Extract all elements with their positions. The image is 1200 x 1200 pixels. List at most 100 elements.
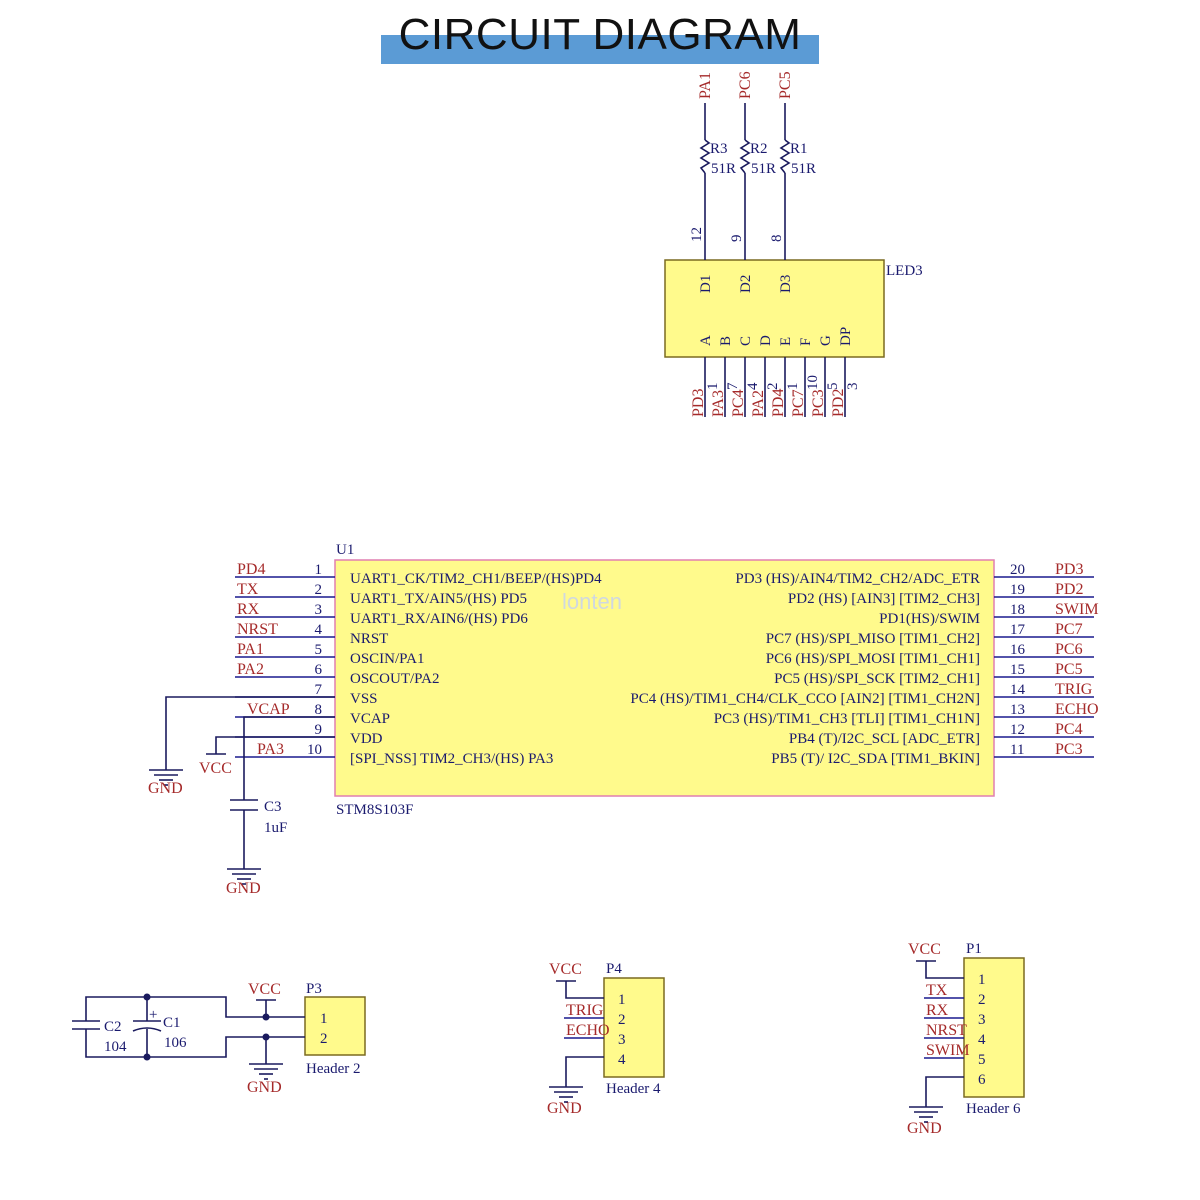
p1-gnd-wire xyxy=(925,1076,964,1095)
mcu-right-pin-name: PC6 (HS)/SPI_MOSI [TIM1_CH1] xyxy=(766,651,980,667)
led-segment-name: E xyxy=(778,337,794,346)
mcu-gnd-label: GND xyxy=(148,780,183,797)
mcu-right-net-label: ECHO xyxy=(1055,701,1099,718)
led-segment-pin: 2 xyxy=(765,383,781,391)
mcu-left-pin-number: 1 xyxy=(315,562,323,578)
mcu-vcc-label: VCC xyxy=(199,760,232,777)
led-bottom-pins: PD31APA37BPC44CPA22DPD41EPC710FPC35GPD23… xyxy=(690,327,861,417)
mcu-part-number: STM8S103F xyxy=(336,802,414,818)
led-segment-pin: 1 xyxy=(705,383,721,391)
led-segment-name: A xyxy=(698,335,714,346)
c1-designator: C1 xyxy=(163,1015,181,1031)
header-net-label: RX xyxy=(926,1002,949,1019)
mcu-left-net-label: VCAP xyxy=(247,701,290,718)
header-net-label: SWIM xyxy=(926,1042,970,1059)
header-pin-number: 5 xyxy=(978,1052,986,1068)
mcu-left-pin-name: OSCIN/PA1 xyxy=(350,651,424,667)
p4-vcc-wire xyxy=(565,981,604,999)
p4-gnd-wire xyxy=(565,1056,604,1075)
mcu-left-net-label: RX xyxy=(237,601,260,618)
header-pin-number: 6 xyxy=(978,1072,986,1088)
mcu-left-pin-number: 8 xyxy=(315,702,323,718)
led-segment-name: B xyxy=(718,336,734,346)
mcu-left-net-label: PA2 xyxy=(237,661,264,678)
mcu-left-net-label: NRST xyxy=(237,621,278,638)
mcu-right-net-label: PC3 xyxy=(1055,741,1083,758)
resistor-zigzag xyxy=(739,139,751,174)
p1-gnd-symbol xyxy=(908,1094,944,1123)
led-segment-name: DP xyxy=(838,327,854,346)
mcu-right-pin-number: 18 xyxy=(1010,602,1025,618)
led-designator: LED3 xyxy=(886,263,923,279)
p1-designator: P1 xyxy=(966,941,982,957)
resistor-value: 51R xyxy=(751,161,776,177)
mcu-left-pin-number: 4 xyxy=(315,622,323,638)
page-title: CIRCUIT DIAGRAM xyxy=(398,10,802,59)
mcu-left-pin-name: UART1_TX/AIN5/(HS) PD5 xyxy=(350,591,527,607)
vcap-wire xyxy=(243,716,335,800)
mcu-right-pin-number: 14 xyxy=(1010,682,1026,698)
led-pin-name: D2 xyxy=(738,275,754,293)
resistor-zigzag xyxy=(699,139,711,174)
mcu-right-net-label: PC7 xyxy=(1055,621,1083,638)
c2-designator: C2 xyxy=(104,1019,122,1035)
led-segment-net: PD2 xyxy=(830,389,847,417)
mcu-right-net-label: PD3 xyxy=(1055,561,1083,578)
led-segment-name: F xyxy=(798,338,814,346)
mcu-left-pin-number: 2 xyxy=(315,582,323,598)
mcu-left-net-label: PA1 xyxy=(237,641,264,658)
p3-pin-2: 2 xyxy=(320,1031,328,1047)
header-net-label: NRST xyxy=(926,1022,967,1039)
led-module: LED3 PA1R351R12D1PC6R251R9D2PC5R151R8D3 … xyxy=(664,71,923,417)
junction-dot xyxy=(262,1013,270,1021)
header-pin-number: 4 xyxy=(978,1032,986,1048)
p1-vcc-wire xyxy=(925,961,964,979)
p3-designator: P3 xyxy=(306,981,322,997)
c1-polarity: + xyxy=(149,1007,157,1023)
header-pin-number: 3 xyxy=(618,1032,626,1048)
header-pin-number: 2 xyxy=(978,992,986,1008)
junction-dot xyxy=(262,1033,270,1041)
p4-body xyxy=(603,977,665,1078)
resistor-value: 51R xyxy=(711,161,736,177)
header-net-label: ECHO xyxy=(566,1022,610,1039)
mcu-right-pin-number: 11 xyxy=(1010,742,1024,758)
mcu-right-net-label: TRIG xyxy=(1055,681,1093,698)
p1-part: Header 6 xyxy=(966,1101,1021,1117)
mcu-right-pin-name: PD1(HS)/SWIM xyxy=(879,611,980,627)
led-segment-net: PD3 xyxy=(690,389,707,417)
mcu-left-pin-name: UART1_RX/AIN6/(HS) PD6 xyxy=(350,611,528,627)
header-pin-number: 4 xyxy=(618,1052,626,1068)
mcu-left-net-label: PD4 xyxy=(237,561,265,578)
p3-gnd-symbol xyxy=(248,1051,284,1080)
mcu-right-net-label: PC4 xyxy=(1055,721,1083,738)
p1-vcc-label: VCC xyxy=(908,941,941,958)
led-segment-pin: 4 xyxy=(745,382,761,390)
led-segment-pin: 1 xyxy=(785,383,801,391)
mcu-right-pin-number: 19 xyxy=(1010,582,1025,598)
p4-designator: P4 xyxy=(606,961,622,977)
led-segment-pin: 7 xyxy=(725,382,741,390)
mcu-u1: U1 STM8S103F lonten 1UART1_CK/TIM2_CH1/B… xyxy=(148,542,1099,897)
mcu-left-pin-name: UART1_CK/TIM2_CH1/BEEP/(HS)PD4 xyxy=(350,571,602,587)
mcu-right-pin-number: 15 xyxy=(1010,662,1025,678)
mcu-left-pin-name: OSCOUT/PA2 xyxy=(350,671,439,687)
header-net-label: TRIG xyxy=(566,1002,604,1019)
p4-part: Header 4 xyxy=(606,1081,661,1097)
resistor-value: 51R xyxy=(791,161,816,177)
junction-dot xyxy=(143,1053,151,1061)
led-segment-pin: 10 xyxy=(805,375,821,390)
p3-vcc-label: VCC xyxy=(248,981,281,998)
led-net-label: PC6 xyxy=(737,71,754,99)
mcu-left-pin-name: [SPI_NSS] TIM2_CH3/(HS) PA3 xyxy=(350,751,553,767)
led-net-label: PA1 xyxy=(697,72,714,99)
vss-gnd-wire xyxy=(165,696,335,758)
p3-gnd-label: GND xyxy=(247,1079,282,1096)
led-segment-pin: 3 xyxy=(845,383,861,391)
mcu-left-pin-number: 7 xyxy=(315,682,323,698)
led-segment-pin: 5 xyxy=(825,383,841,391)
